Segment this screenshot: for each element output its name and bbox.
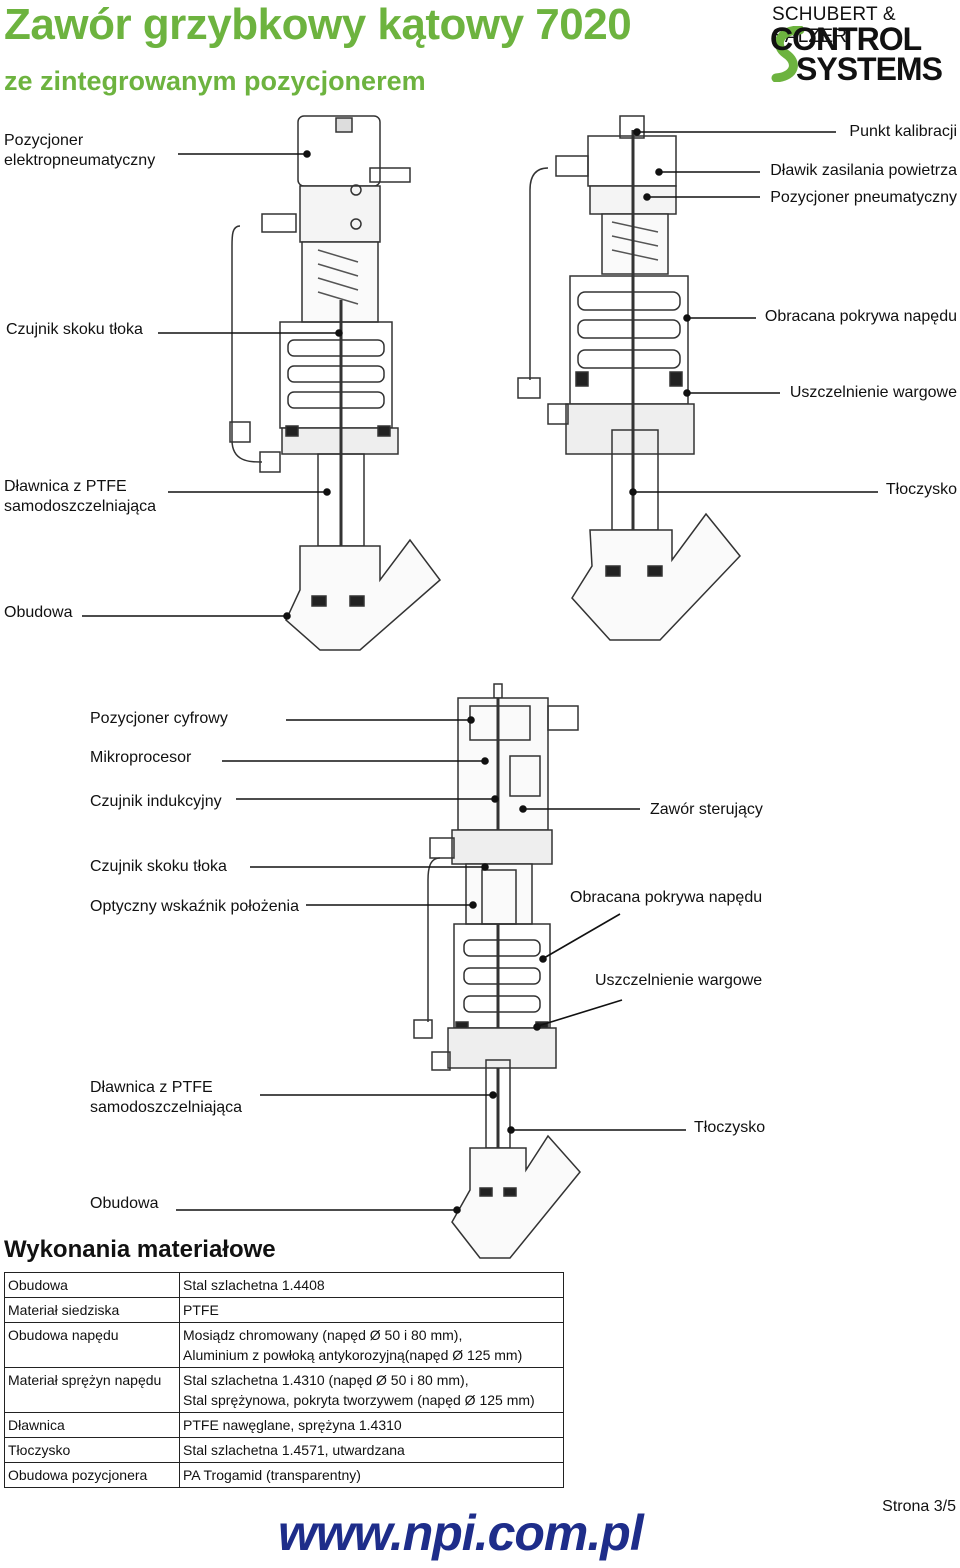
material-key: Materiał siedziska <box>4 1297 180 1323</box>
label-stem-2: Tłoczysko <box>885 481 957 498</box>
label-microprocessor: Mikroprocesor <box>90 749 192 766</box>
label-calibration-point: Punkt kalibracji <box>849 123 957 140</box>
label-air-throttle: Dławik zasilania powietrza <box>770 162 957 179</box>
material-key: Obudowa pozycjonera <box>4 1462 180 1488</box>
label-text: Pozycjoner elektropneumatyczny <box>4 132 156 169</box>
material-key: Materiał sprężyn napędu <box>4 1367 180 1413</box>
label-rotating-cover-2: Obracana pokrywa napędu <box>764 308 957 325</box>
company-logo: SCHUBERT & SALZER CONTROL SYSTEMS <box>770 4 958 87</box>
label-electropneumatic-positioner: Pozycjoner elektropneumatyczny <box>4 131 155 171</box>
material-value: PTFE <box>179 1297 564 1323</box>
valve-diagram-pneumatic <box>517 115 741 641</box>
label-pneumatic-positioner: Pozycjoner pneumatyczny <box>770 189 957 206</box>
material-value: Mosiądz chromowany (napęd Ø 50 i 80 mm),… <box>179 1322 564 1368</box>
logo-line1: SCHUBERT & SALZER <box>772 4 896 47</box>
valve-diagram-digital <box>413 683 581 1259</box>
label-stroke-sensor-3: Czujnik skoku tłoka <box>90 858 227 875</box>
material-value: Stal szlachetna 1.4571, utwardzana <box>179 1437 564 1463</box>
label-body-1: Obudowa <box>4 604 73 621</box>
material-key: Obudowa <box>4 1272 180 1298</box>
label-lip-seal-2: Uszczelnienie wargowe <box>789 384 957 401</box>
material-key: Obudowa napędu <box>4 1322 180 1368</box>
label-control-valve: Zawór sterujący <box>650 801 763 818</box>
material-value: PA Trogamid (transparentny) <box>179 1462 564 1488</box>
page-title: Zawór grzybkowy kątowy 7020 <box>4 0 632 49</box>
label-ptfe-gland-1: Dławnica z PTFE samodoszczelniająca <box>4 478 157 515</box>
label-stem-3: Tłoczysko <box>694 1119 766 1136</box>
leader-lines <box>82 128 878 1214</box>
logo-line2: CONTROL <box>770 21 922 57</box>
material-value: Stal szlachetna 1.4310 (napęd Ø 50 i 80 … <box>179 1367 564 1413</box>
material-key: Dławnica <box>4 1412 180 1438</box>
label-ptfe-gland-3: Dławnica z PTFE samodoszczelniająca <box>90 1079 243 1116</box>
label-digital-positioner: Pozycjoner cyfrowy <box>90 710 228 727</box>
page-number: Strona 3/5 <box>882 1498 956 1515</box>
materials-heading: Wykonania materiałowe <box>4 1236 276 1263</box>
label-rotating-cover-3: Obracana pokrywa napędu <box>570 889 763 906</box>
logo-line3: SYSTEMS <box>796 51 943 87</box>
label-inductive-sensor: Czujnik indukcyjny <box>90 793 222 810</box>
valve-diagram-electropneumatic <box>229 115 442 651</box>
material-value: Stal szlachetna 1.4408 <box>179 1272 564 1298</box>
label-lip-seal-3: Uszczelnienie wargowe <box>595 972 763 989</box>
website-link[interactable]: www.npi.com.pl <box>278 1505 644 1561</box>
page-subtitle: ze zintegrowanym pozycjonerem <box>4 66 426 96</box>
label-body-3: Obudowa <box>90 1195 159 1212</box>
logo-swoosh-icon <box>771 26 805 82</box>
label-optical-indicator: Optyczny wskaźnik położenia <box>90 898 299 915</box>
label-stroke-sensor-1: Czujnik skoku tłoka <box>6 321 143 338</box>
material-key: Tłoczysko <box>4 1437 180 1463</box>
material-value: PTFE nawęglane, sprężyna 1.4310 <box>179 1412 564 1438</box>
